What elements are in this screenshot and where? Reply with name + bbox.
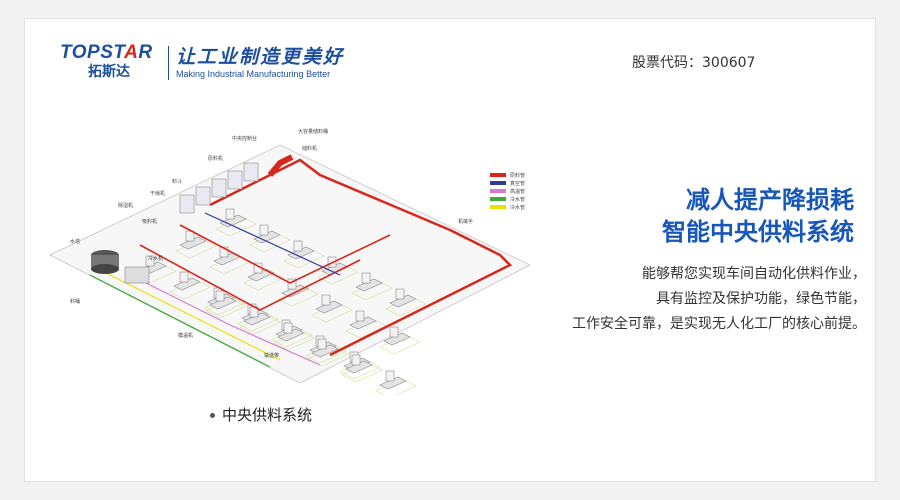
label-material-machine: 原料机 bbox=[208, 155, 223, 162]
brand-logo-wordmark: TOPSTAR bbox=[60, 42, 153, 63]
legend-label: 冷水管 bbox=[510, 204, 525, 211]
injection-machine bbox=[379, 326, 421, 355]
label-dehumidifier: 除湿机 bbox=[118, 202, 133, 209]
legend-label: 原料管 bbox=[510, 172, 525, 179]
legend-swatch bbox=[490, 197, 506, 201]
label-central-control: 中央控制台 bbox=[232, 135, 257, 142]
injection-machine bbox=[385, 288, 427, 317]
high-temp-pipe bbox=[129, 274, 321, 366]
raw-material-pipe bbox=[179, 224, 391, 284]
label-mold-temp: 模温机 bbox=[178, 332, 193, 339]
cooling-tower-icon bbox=[91, 250, 119, 274]
label-loader: 吸料机 bbox=[142, 218, 157, 225]
diagram-caption: 中央供料系统 bbox=[210, 404, 312, 425]
injection-machine bbox=[205, 290, 247, 319]
label-chiller: 冷水机 bbox=[148, 255, 163, 262]
injection-machine bbox=[341, 354, 383, 383]
injection-machine bbox=[283, 240, 325, 269]
label-large-hopper: 大容量储料桶 bbox=[298, 128, 328, 135]
label-material-bin: 料桶 bbox=[70, 298, 80, 305]
legend-swatch bbox=[490, 189, 506, 193]
label-water-tower: 水塔 bbox=[70, 238, 80, 245]
injection-machine bbox=[249, 224, 291, 253]
description-line-2: 具有监控及保护功能，绿色节能， bbox=[656, 291, 866, 307]
cooling-water-pipe bbox=[99, 269, 281, 361]
legend-label: 冷水管 bbox=[510, 196, 525, 203]
brand-tagline: Making Industrial Manufacturing Better bbox=[176, 69, 331, 79]
headline: 减人提产降损耗 智能中央供料系统 bbox=[662, 184, 854, 248]
chiller-icon bbox=[124, 266, 150, 284]
legend-label: 高温管 bbox=[510, 188, 525, 195]
raw-material-pipe bbox=[329, 228, 513, 357]
label-hopper: 料斗 bbox=[172, 178, 182, 185]
injection-machine bbox=[375, 370, 417, 395]
brand-slogan: 让工业制造更美好 bbox=[176, 46, 345, 68]
logo-divider bbox=[168, 46, 169, 80]
cooling-water-pipe bbox=[89, 274, 271, 368]
label-robot: 机械手 bbox=[458, 218, 473, 225]
legend-swatch bbox=[490, 173, 506, 177]
stock-code: 股票代码：300607 bbox=[632, 55, 756, 71]
description-line-3: 工作安全可靠，是实现无人化工厂的核心前提。 bbox=[572, 316, 866, 332]
injection-machine bbox=[175, 230, 217, 259]
raw-material-pipe bbox=[267, 154, 294, 177]
bullet-dot bbox=[210, 413, 215, 418]
injection-machine bbox=[273, 322, 315, 351]
description: 能够帮您实现车间自动化供料作业， 具有监控及保护功能，绿色节能， 工作安全可靠，… bbox=[572, 262, 866, 337]
legend-swatch bbox=[490, 181, 506, 185]
label-dryer: 干燥机 bbox=[150, 190, 165, 197]
vacuum-pipe bbox=[204, 212, 341, 276]
injection-machine bbox=[169, 271, 211, 300]
injection-machine bbox=[351, 272, 393, 301]
label-storage: 储料机 bbox=[302, 145, 317, 152]
raw-material-pipe bbox=[139, 244, 361, 311]
injection-machine bbox=[215, 208, 257, 237]
headline-line-2: 智能中央供料系统 bbox=[662, 218, 854, 246]
label-conveyor: 输送带 bbox=[264, 352, 279, 359]
legend-swatch bbox=[490, 205, 506, 209]
dryer-cluster bbox=[179, 162, 259, 214]
brand-logo-name: 拓斯达 bbox=[88, 64, 130, 80]
raw-material-pipe bbox=[209, 158, 451, 232]
description-line-1: 能够帮您实现车间自动化供料作业， bbox=[642, 266, 866, 282]
injection-machine bbox=[311, 294, 353, 323]
headline-line-1: 减人提产降损耗 bbox=[686, 186, 854, 214]
legend-label: 真空管 bbox=[510, 180, 525, 187]
